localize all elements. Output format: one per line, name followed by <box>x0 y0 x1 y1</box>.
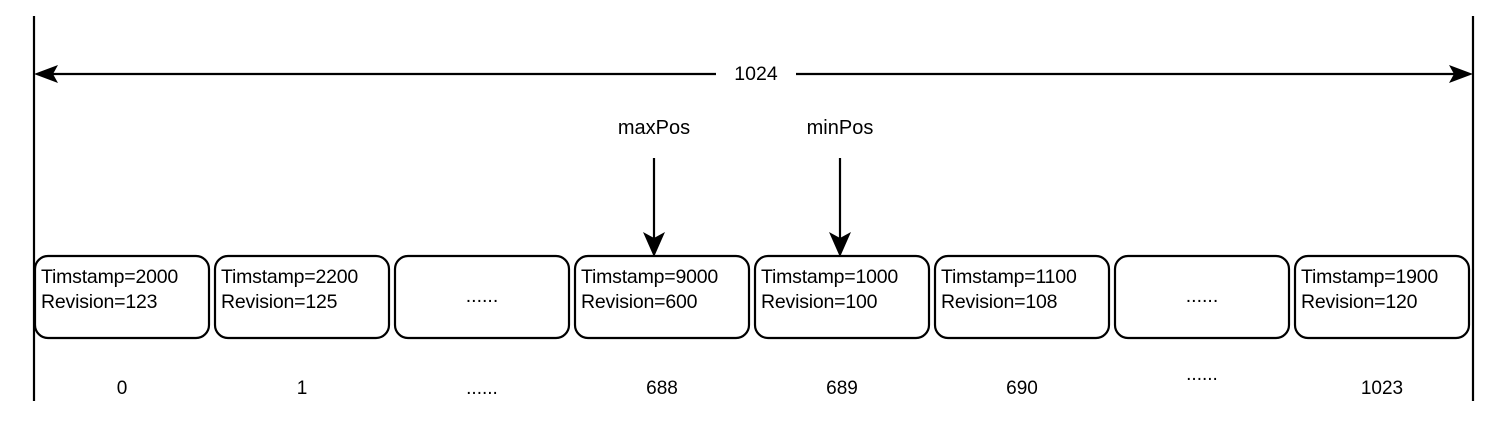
minpos-arrow-head-icon <box>829 232 851 257</box>
buffer-cell-revision: Revision=125 <box>221 291 338 313</box>
minpos-label: minPos <box>806 117 874 139</box>
buffer-cell-revision: Revision=120 <box>1301 291 1418 313</box>
buffer-cell-ellipsis: ...... <box>1185 285 1219 307</box>
buffer-cell-ellipsis: ...... <box>465 285 499 307</box>
buffer-index-label: 689 <box>826 378 858 399</box>
buffer-cell-revision: Revision=108 <box>941 291 1058 313</box>
buffer-cell-box[interactable] <box>33 254 211 340</box>
buffer-index-label: 688 <box>646 378 678 399</box>
buffer-cell-timestamp: Timstamp=2000 <box>41 266 179 288</box>
buffer-cell-box[interactable] <box>933 254 1111 340</box>
buffer-index-label: 1023 <box>1360 378 1404 399</box>
buffer-cell-box[interactable] <box>393 254 571 340</box>
dimension-arrow-left-icon <box>34 65 58 83</box>
buffer-cell-timestamp: Timstamp=2200 <box>221 266 359 288</box>
dimension-arrow-right-icon <box>1449 65 1473 83</box>
buffer-cell-box[interactable] <box>1113 254 1291 340</box>
buffer-index-label: 690 <box>1006 378 1038 399</box>
buffer-cell-revision: Revision=600 <box>581 291 698 313</box>
buffer-cell-box[interactable] <box>753 254 931 340</box>
maxpos-arrow-head-icon <box>643 232 665 257</box>
maxpos-label: maxPos <box>617 117 691 139</box>
buffer-cell-revision: Revision=100 <box>761 291 878 313</box>
buffer-cell-timestamp: Timstamp=9000 <box>581 266 719 288</box>
buffer-index-label: 0 <box>116 378 128 399</box>
buffer-cell-box[interactable] <box>1293 254 1471 340</box>
buffer-index-label: ...... <box>1186 364 1218 385</box>
buffer-index-label: 1 <box>296 378 308 399</box>
buffer-cell-revision: Revision=123 <box>41 291 158 313</box>
buffer-cell-timestamp: Timstamp=1100 <box>941 266 1077 288</box>
buffer-cell-timestamp: Timstamp=1900 <box>1301 266 1439 288</box>
buffer-cell-timestamp: Timstamp=1000 <box>761 266 899 288</box>
buffer-cell-box[interactable] <box>573 254 751 340</box>
buffer-index-label: ...... <box>466 378 498 399</box>
buffer-cell-box[interactable] <box>213 254 391 340</box>
capacity-label: 1024 <box>716 63 796 86</box>
